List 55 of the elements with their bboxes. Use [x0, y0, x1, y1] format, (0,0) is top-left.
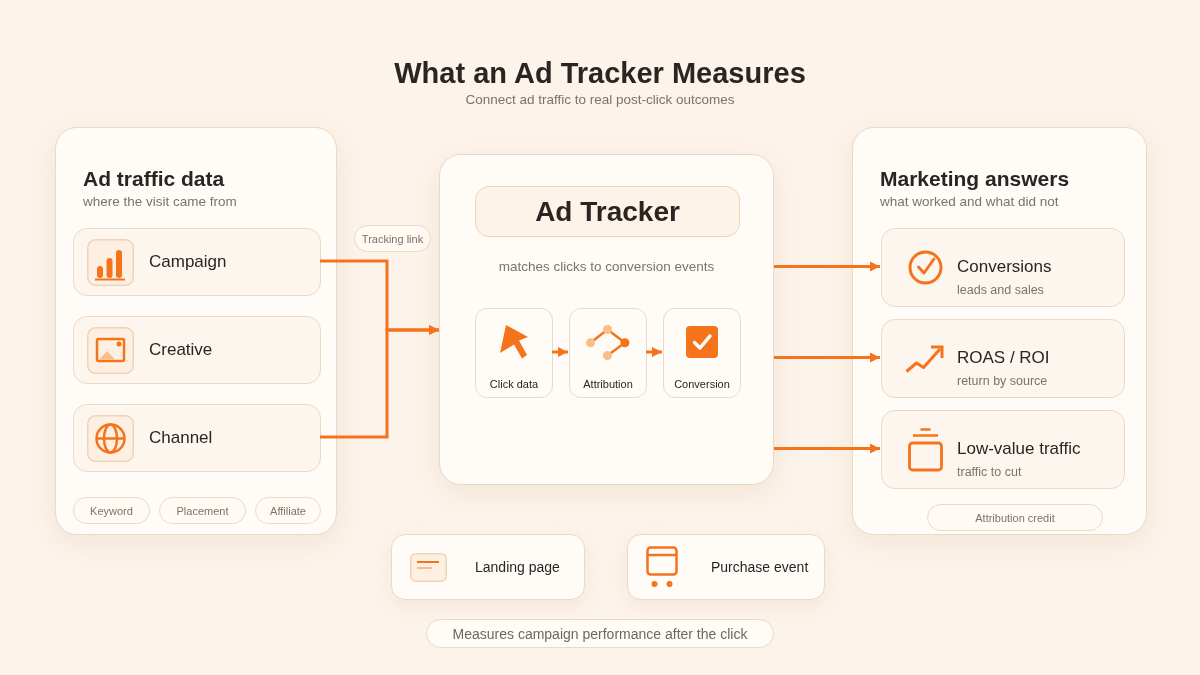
tag-pill [354, 225, 431, 252]
panel-heading: Marketing answers [880, 166, 1070, 192]
tag-label: Tracking link [361, 231, 424, 246]
event-card [391, 534, 585, 600]
tag-label: Attribution credit [975, 510, 1055, 525]
arrow [320, 324, 439, 439]
answer-title: Conversions [957, 257, 1052, 277]
tag-label: Keyword [90, 503, 133, 518]
answer-title: ROAS / ROI [957, 348, 1050, 368]
step-label: Attribution [583, 377, 633, 391]
step-label: Click data [489, 377, 539, 391]
arrow [774, 261, 880, 272]
arrow [774, 443, 880, 454]
step-card [663, 308, 741, 398]
diagram-title: What an Ad Tracker Measures [394, 56, 806, 91]
tag-label: Placement [176, 503, 229, 518]
title-box [475, 186, 740, 237]
panel-subtitle: what worked and what did not [880, 193, 1059, 211]
arrow [552, 346, 568, 358]
tag-label: Affiliate [270, 503, 306, 518]
panel-subtitle: where the visit came from [83, 193, 237, 211]
panel-card [852, 127, 1147, 535]
summary-pill [426, 619, 774, 648]
tag-pill [73, 497, 150, 524]
tag-pill [159, 497, 246, 524]
event-label: Purchase event [711, 558, 809, 576]
arrow [646, 346, 662, 358]
step-label: Conversion [674, 377, 730, 391]
answer-description: traffic to cut [957, 464, 1022, 480]
tracker-description: matches clicks to conversion events [498, 258, 715, 276]
answer-row [881, 228, 1125, 307]
answer-row [881, 410, 1125, 489]
summary-text: Measures campaign performance after the click [452, 624, 748, 643]
answer-description: return by source [957, 373, 1048, 389]
tag-pill [255, 497, 321, 524]
source-row [73, 316, 321, 384]
step-card [475, 308, 553, 398]
answer-title: Low-value traffic [957, 439, 1081, 459]
source-label: Creative [149, 339, 213, 361]
panel-heading: Ad traffic data [83, 166, 225, 192]
source-row [73, 228, 321, 296]
source-label: Channel [149, 427, 213, 449]
tracker-panel [439, 154, 774, 485]
step-card [569, 308, 647, 398]
source-label: Campaign [149, 251, 227, 273]
arrow [774, 352, 880, 363]
tracker-title: Ad Tracker [535, 194, 680, 229]
tag-pill [927, 504, 1103, 531]
source-row [73, 404, 321, 472]
event-label: Landing page [475, 558, 560, 576]
event-card [627, 534, 825, 600]
panel-card [55, 127, 337, 535]
answer-description: leads and sales [957, 282, 1044, 298]
diagram-subtitle: Connect ad traffic to real post-click outcomes [465, 91, 735, 109]
answer-row [881, 319, 1125, 398]
